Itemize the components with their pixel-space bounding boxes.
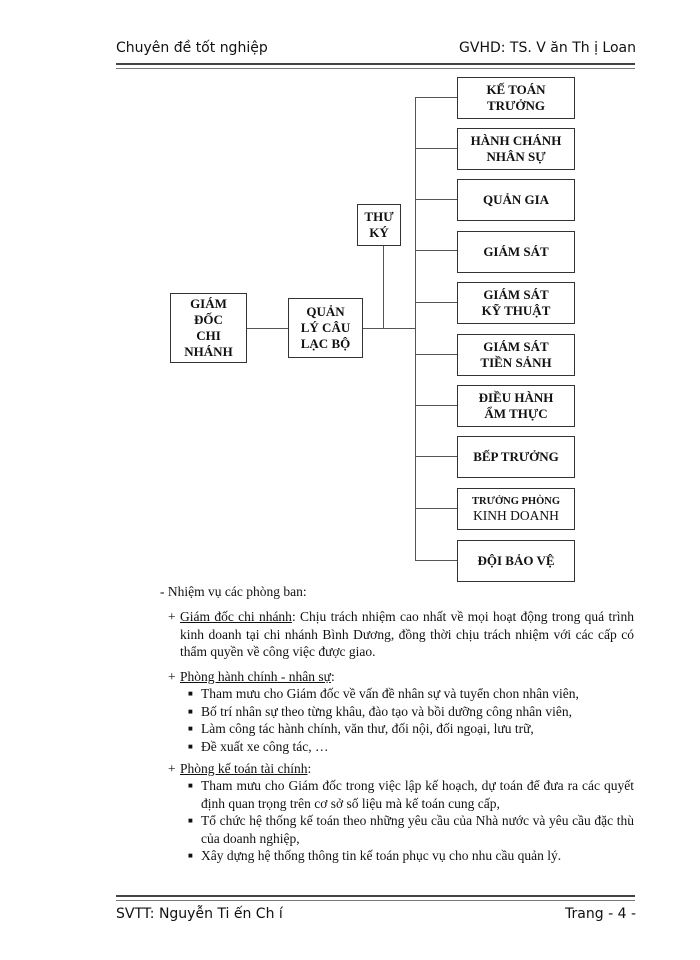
box-chief-accountant: KẾ TOÁN TRƯỞNG [457, 77, 575, 119]
section-title: Phòng hành chính - nhân sự [180, 669, 331, 684]
connector-trunk [415, 97, 416, 560]
bullet-icon: ■ [188, 851, 193, 860]
list-item-text: Làm công tác hành chính, văn thư, đối nộ… [201, 721, 534, 736]
connector-dept [415, 302, 457, 303]
box-sales-manager-line2: KINH DOANH [473, 507, 559, 523]
box-technical-supervisor: GIÁM SÁT KỸ THUẬT [457, 282, 575, 324]
box-admin-hr: HÀNH CHÁNH NHÂN SỰ [457, 128, 575, 170]
footer-student: SVTT: Nguyễn Ti ến Ch í [116, 906, 283, 922]
connector-secretary [383, 245, 384, 328]
list-item: ■ Đề xuất xe công tác, … [188, 738, 638, 756]
list-item: ■ Bố trí nhân sự theo từng khâu, đào tạo … [188, 703, 638, 721]
connector-dept [415, 148, 457, 149]
intro-line: - Nhiệm vụ các phòng ban: [160, 584, 307, 599]
box-security-team: ĐỘI BẢO VỆ [457, 540, 575, 582]
section-title: Phòng kế toán tài chính [180, 761, 308, 776]
list-item: ■ Làm công tác hành chính, văn thư, đối n… [188, 720, 638, 738]
box-head-chef: BẾP TRƯỞNG [457, 436, 575, 478]
connector-dept [415, 405, 457, 406]
header-advisor: GVHD: TS. V ăn Th ị Loan [459, 40, 636, 56]
box-club-manager: QUẢN LÝ CÂU LẠC BỘ [288, 298, 363, 358]
footer-rule [116, 895, 635, 901]
section-text: : Chịu trách nhiệm cao nhất về mọi hoạt … [180, 609, 634, 659]
list-item-text: Đề xuất xe công tác, … [201, 738, 329, 754]
connector-dept [415, 354, 457, 355]
bullet-icon: ■ [188, 689, 193, 698]
list-item-text: Tham mưu cho Giám đốc trong việc lập kế … [201, 778, 634, 811]
section-colon: : [330, 669, 335, 684]
header-rule [116, 63, 635, 69]
box-food-operations: ĐIỀU HÀNH ẨM THỰC [457, 385, 575, 427]
box-branch-director: GIÁM ĐỐC CHI NHÁNH [170, 293, 247, 363]
accounting-bullets: ■ Tham mưu cho Giám đốc trong việc lập kế… [188, 777, 634, 865]
bullet-icon: ■ [188, 781, 193, 790]
connector-manager-trunk [362, 328, 415, 329]
box-secretary: THƯ KÝ [357, 204, 401, 246]
connector-dept [415, 508, 457, 509]
list-item-text: Bố trí nhân sự theo từng khâu, đào tạo v… [201, 703, 573, 719]
connector-dept [415, 560, 457, 561]
footer-page-number: Trang - 4 - [565, 906, 636, 922]
list-item: ■ Xây dựng hệ thống thông tin kế toán phụ… [188, 847, 634, 865]
box-lobby-supervisor: GIÁM SÁT TIỀN SẢNH [457, 334, 575, 376]
box-supervisor: GIÁM SÁT [457, 231, 575, 273]
section-marker: + [168, 669, 176, 684]
list-item-text: Xây dựng hệ thống thông tin kế toán phục… [201, 848, 562, 863]
section-colon: : [307, 761, 312, 776]
section-title: Giám đốc chi nhánh [180, 609, 292, 624]
box-sales-manager-line1: TRƯỞNG PHÒNG [472, 495, 560, 507]
bullet-icon: ■ [188, 724, 193, 733]
connector-dept [415, 97, 457, 98]
list-item: ■ Tham mưu cho Giám đốc về vấn đề nhân sự… [188, 685, 638, 703]
connector-dept [415, 456, 457, 457]
section-marker: + [168, 609, 176, 624]
admin-hr-bullets: ■ Tham mưu cho Giám đốc về vấn đề nhân sự… [188, 685, 638, 755]
header-title: Chuyên đề tốt nghiệp [116, 40, 268, 56]
box-housekeeper: QUẢN GIA [457, 179, 575, 221]
list-item-text: Tham mưu cho Giám đốc về vấn đề nhân sự … [201, 686, 579, 701]
section-marker: + [168, 761, 176, 776]
bullet-icon: ■ [188, 816, 193, 825]
list-item: ■ Tham mưu cho Giám đốc trong việc lập kế… [188, 777, 634, 812]
connector-root-manager [247, 328, 288, 329]
section-accounting-heading: Phòng kế toán tài chính: [180, 760, 311, 778]
section-branch-director: Giám đốc chi nhánh: Chịu trách nhiệm cao… [180, 608, 634, 661]
connector-dept [415, 250, 457, 251]
list-item-text: Tổ chức hệ thống kế toán theo những yêu … [201, 813, 634, 846]
section-admin-hr-heading: Phòng hành chính - nhân sự: [180, 668, 335, 686]
connector-dept [415, 199, 457, 200]
bullet-icon: ■ [188, 741, 193, 751]
list-item: ■ Tổ chức hệ thống kế toán theo những yêu… [188, 812, 634, 847]
box-sales-manager: TRƯỞNG PHÒNG KINH DOANH [457, 488, 575, 530]
bullet-icon: ■ [188, 706, 193, 716]
